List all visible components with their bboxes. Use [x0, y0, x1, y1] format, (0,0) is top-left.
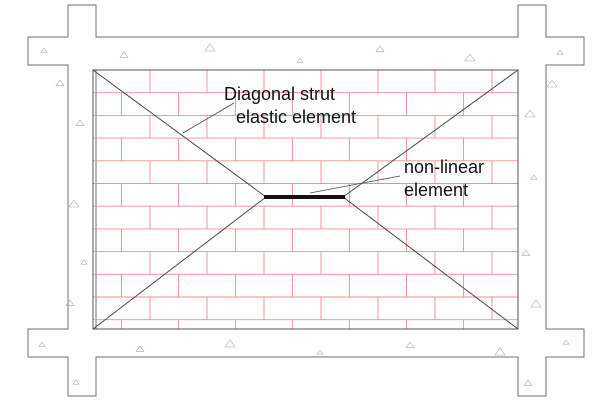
aggregate-speckle — [546, 79, 558, 88]
nonlinear-label-leader — [309, 175, 401, 194]
infill-panel-border — [92, 69, 519, 330]
aggregate-speckle — [562, 339, 570, 345]
aggregate-speckle — [296, 57, 304, 63]
aggregate-speckle — [524, 109, 536, 118]
aggregate-speckle — [530, 299, 542, 308]
strut-label-leader — [182, 102, 235, 134]
concrete-aggregate — [38, 43, 570, 386]
rc-frame — [27, 4, 585, 397]
nonlinear-label-line2: element — [404, 180, 468, 200]
masonry-infill-bricks — [93, 70, 518, 329]
diagonal-strut-upper-left — [92, 69, 267, 198]
aggregate-speckle — [521, 249, 531, 256]
aggregate-speckle — [464, 53, 476, 62]
aggregate-speckle — [375, 45, 385, 52]
aggregate-speckle — [65, 299, 75, 306]
diagonal-strut-upper-right — [342, 69, 519, 198]
strut-label-line1: Diagonal strut — [224, 84, 335, 104]
aggregate-speckle — [405, 341, 415, 348]
diagonal-strut-lower-right — [342, 196, 519, 330]
aggregate-speckle — [224, 339, 236, 348]
aggregate-speckle — [119, 51, 129, 58]
aggregate-speckle — [68, 199, 80, 208]
aggregate-speckle — [135, 345, 145, 352]
nonlinear-label-line1: non-linear — [404, 157, 484, 177]
aggregate-speckle — [75, 119, 85, 126]
aggregate-speckle — [55, 79, 65, 86]
strut-label-line2: elastic element — [236, 107, 356, 127]
aggregate-speckle — [556, 49, 564, 55]
diagonal-strut-lower-left — [92, 196, 267, 330]
aggregate-speckle — [523, 379, 533, 386]
aggregate-speckle — [316, 349, 324, 355]
aggregate-speckle — [494, 347, 506, 356]
aggregate-speckle — [204, 43, 216, 52]
aggregate-speckle — [80, 259, 88, 265]
aggregate-speckle — [38, 341, 46, 347]
aggregate-speckle — [530, 174, 538, 180]
aggregate-speckle — [40, 47, 48, 53]
aggregate-speckle — [72, 379, 80, 385]
